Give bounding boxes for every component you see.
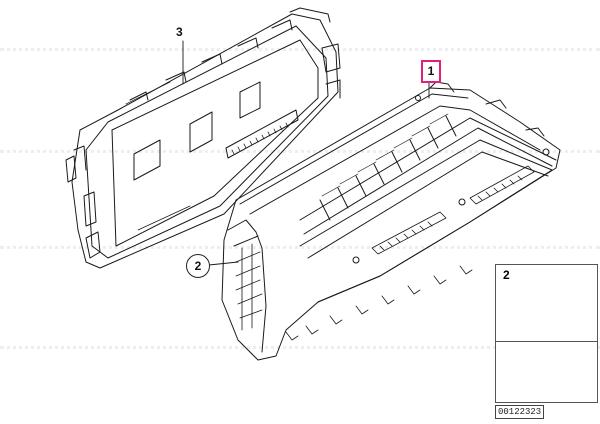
leader-line-2 bbox=[208, 261, 239, 266]
circuit-board-housing bbox=[65, 7, 341, 269]
vent-grill bbox=[371, 165, 535, 255]
callout-part-1-highlighted[interactable]: 1 bbox=[421, 60, 441, 83]
watermark-line bbox=[0, 246, 600, 249]
diagram-part-number: 00122323 bbox=[495, 405, 545, 419]
watermark-line bbox=[0, 150, 600, 153]
callout-part-3: 3 bbox=[176, 25, 183, 39]
watermark-line bbox=[0, 48, 600, 51]
instrument-cluster-body bbox=[221, 81, 561, 361]
inset-label: 2 bbox=[503, 268, 510, 282]
watermark-line bbox=[0, 346, 600, 349]
inset-divider bbox=[496, 341, 597, 342]
detail-inset-panel: 2 bbox=[495, 264, 598, 403]
callout-part-2: 2 bbox=[186, 254, 210, 278]
